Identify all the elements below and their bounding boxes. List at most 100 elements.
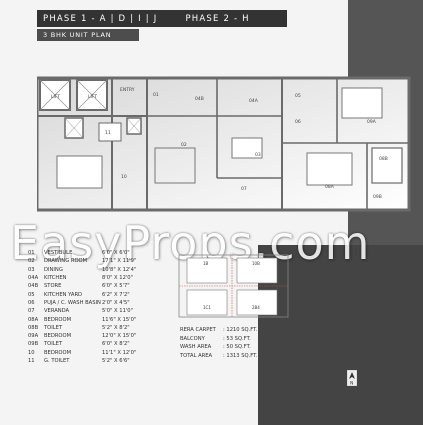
key-plan: 1B 10B 1C1 2B4 [178,254,289,318]
legend-row: 02 DRAWING ROOM 17'1" X 11'9" [28,257,178,265]
room-legend: 01 VESTIBULE 6'0" X 6'0" 02 DRAWING ROOM 17'1… [28,249,178,365]
legend-name: KITCHEN YARD [44,291,83,298]
legend-dim: 8'0" X 12'0" [102,275,133,282]
legend-code: 02 [28,258,35,265]
area-value: : 50 SQ.FT. [223,344,251,351]
legend-row: 09B TOILET 6'0" X 8'2" [28,340,178,348]
legend-dim: 5'2" X 6'6" [102,358,130,364]
legend-dim: 6'0" X 5'7" [102,283,130,290]
legend-name: BEDROOM [44,316,72,323]
legend-code: 08A [28,316,39,323]
area-row: WASH AREA : 50 SQ.FT. [180,343,290,352]
phase1-label: PHASE 1 - A | D | I | J [43,13,158,24]
area-value: : 53 SQ.FT. [223,335,251,342]
legend-code: 03 [28,266,35,273]
legend-dim: 11'1" X 12'0" [102,349,137,356]
area-row: TOTAL AREA : 1313 SQ.FT. [180,352,290,361]
north-label: N [350,381,353,387]
room-label-05: 05 [295,93,301,99]
legend-row: 09A BEDROOM 12'0" X 15'0" [28,332,178,340]
legend-row: 01 VESTIBULE 6'0" X 6'0" [28,249,178,257]
area-key: TOTAL AREA [180,352,213,359]
legend-dim: 12'0" X 15'0" [102,333,137,340]
lift-label-2: LIFT [88,94,97,100]
legend-name: VERANDA [44,308,70,315]
legend-code: 09B [28,341,39,348]
legend-name: G. TOILET [44,358,70,364]
legend-row: 10 BEDROOM 11'1" X 12'0" [28,349,178,357]
area-row: RERA CARPET : 1210 SQ.FT. [180,326,290,335]
unit-plan-title: 3 BHK UNIT PLAN [37,29,139,41]
legend-dim: 5'2" X 8'2" [102,324,130,331]
legend-code: 09A [28,333,39,340]
legend-code: 01 [28,250,35,257]
legend-name: BEDROOM [44,349,72,356]
north-arrow-icon: N [347,370,357,386]
lift-label-1: LIFT [51,94,60,100]
area-value: : 1313 SQ.FT. [223,352,258,359]
legend-code: 10 [28,349,35,356]
area-value: : 1210 SQ.FT. [223,327,258,334]
room-label-02: 02 [181,142,187,148]
area-key: RERA CARPET [180,327,216,334]
room-label-06: 06 [295,119,301,125]
legend-code: 04A [28,275,39,282]
room-label-08b: 08B [379,156,388,162]
room-label-11: 11 [105,130,111,136]
legend-code: 08B [28,324,39,331]
room-label-04a: 04A [249,98,259,104]
legend-row: 08A BEDROOM 11'6" X 15'0" [28,315,178,323]
legend-code: 11 [28,358,35,364]
area-summary: RERA CARPET : 1210 SQ.FT. BALCONY : 53 SQ.F… [180,326,290,360]
keyplan-label-1b: 1B [203,261,209,266]
room-label-10: 10 [121,174,127,180]
legend-code: 04B [28,283,39,290]
area-row: BALCONY : 53 SQ.FT. [180,335,290,344]
legend-name: STORE [44,283,62,290]
area-key: BALCONY [180,335,205,342]
legend-dim: 5'0" X 11'0" [102,308,133,315]
legend-name: VESTIBULE [44,250,73,257]
legend-row: 04B STORE 6'0" X 5'7" [28,282,178,290]
room-label-03: 03 [255,152,261,158]
legend-row: 11 G. TOILET 5'2" X 6'6" [28,357,178,365]
right-gray-band [258,0,423,425]
legend-row: 04A KITCHEN 8'0" X 12'0" [28,274,178,282]
legend-code: 05 [28,291,35,298]
lower-gray-panel [258,245,423,425]
legend-name: BEDROOM [44,333,72,340]
room-label-09b: 09B [373,194,382,200]
legend-dim: 11'6" X 15'0" [102,316,137,323]
legend-name: TOILET [44,324,63,331]
legend-dim: 6'0" X 6'0" [102,250,130,257]
legend-dim: 10'8" X 12'4" [102,266,137,273]
legend-dim: 2'0" X 4'5" [102,299,130,306]
phase-header: PHASE 1 - A | D | I | J PHASE 2 - H [37,10,287,27]
room-label-01: 01 [153,92,159,98]
legend-row: 08B TOILET 5'2" X 8'2" [28,324,178,332]
room-label-07: 07 [241,186,247,192]
legend-name: PUJA / C. WASH BASIN [44,299,101,306]
legend-name: TOILET [44,341,63,348]
keyplan-label-2b4: 2B4 [252,305,260,310]
phase2-label: PHASE 2 - H [185,13,250,24]
room-label-04b: 04B [195,96,204,102]
unit-plan-label: 3 BHK UNIT PLAN [43,31,112,39]
entry-label: ENTRY [120,87,135,93]
legend-dim: 17'1" X 11'9" [102,258,137,265]
legend-name: KITCHEN [44,275,67,282]
legend-row: 07 VERANDA 5'0" X 11'0" [28,307,178,315]
room-label-08a: 08A [325,184,335,190]
legend-name: DRAWING ROOM [44,258,88,265]
floor-plan: LIFT LIFT ENTRY 01 04B 04A 05 09A 11 10 … [37,76,411,212]
area-key: WASH AREA [180,344,212,351]
legend-row: 05 KITCHEN YARD 6'2" X 7'2" [28,290,178,298]
keyplan-label-10b: 10B [252,261,260,266]
legend-code: 06 [28,299,35,306]
legend-code: 07 [28,308,35,315]
room-label-09a: 09A [367,119,377,125]
legend-dim: 6'0" X 8'2" [102,341,130,348]
legend-dim: 6'2" X 7'2" [102,291,130,298]
